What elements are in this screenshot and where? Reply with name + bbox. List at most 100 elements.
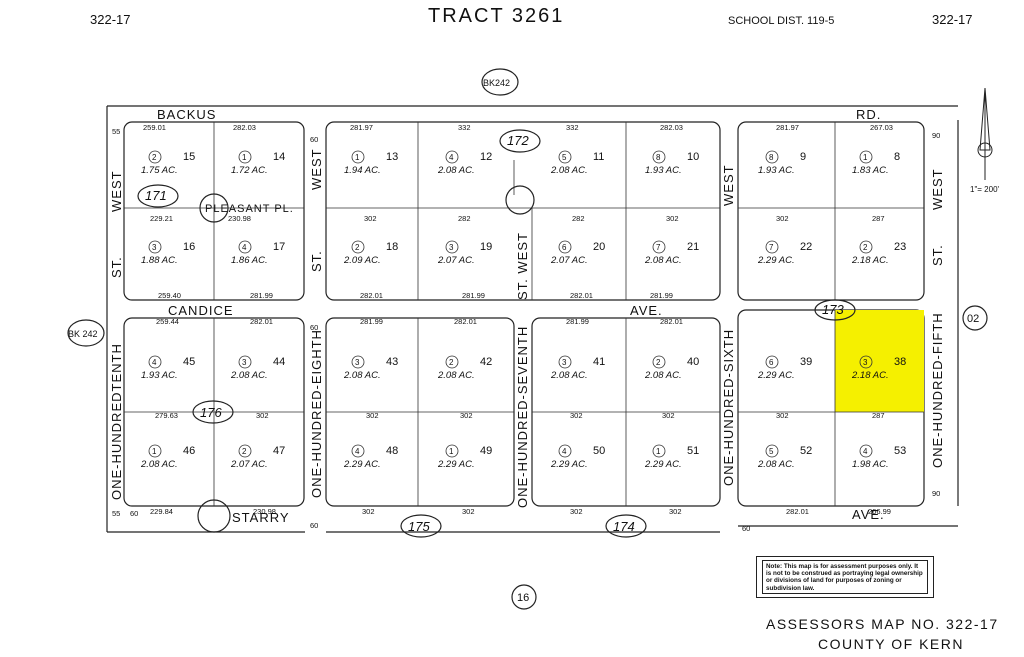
highlighted-parcel xyxy=(835,310,924,412)
parcel-number-circle xyxy=(148,444,162,458)
parcel-number-circle xyxy=(558,355,572,369)
dimension-label: 279.63 xyxy=(155,411,178,420)
parcel-area: 2.08 AC. xyxy=(550,370,588,381)
dimension-label: 302 xyxy=(669,507,682,516)
parcel-number-circle xyxy=(238,355,252,369)
parcel-number-circle xyxy=(558,444,572,458)
parcel-number-circle xyxy=(238,444,252,458)
county-name: COUNTY OF KERN xyxy=(818,636,964,652)
lot-number: 15 xyxy=(183,151,195,163)
parcel-number-circle xyxy=(652,240,666,254)
dimension-label: 332 xyxy=(458,123,471,132)
tract-title: TRACT 3261 xyxy=(428,5,564,27)
street-backus: BACKUS xyxy=(157,107,216,122)
parcel-number: 4 xyxy=(152,358,157,367)
dimension-label: 282.03 xyxy=(660,123,683,132)
parcel-area: 2.18 AC. xyxy=(851,255,889,266)
dimension-label: 282.01 xyxy=(660,317,683,326)
lot-number: 19 xyxy=(480,241,492,253)
school-district: SCHOOL DIST. 119-5 xyxy=(728,15,834,27)
street-candice-ave: AVE. xyxy=(630,303,663,318)
lot-number: 39 xyxy=(800,356,812,368)
dimension-label: 302 xyxy=(366,411,379,420)
page-number-left: 322-17 xyxy=(90,12,130,27)
side-dimension: 90 xyxy=(932,489,940,498)
parcel-area: 2.08 AC. xyxy=(644,370,682,381)
parcel-area: 2.08 AC. xyxy=(140,459,178,470)
lot-number: 44 xyxy=(273,356,285,368)
parcel-number-circle xyxy=(351,355,365,369)
street-one-sixth: ONE-HUNDRED-SIXTH xyxy=(721,329,736,486)
parcel-number-circle xyxy=(859,150,873,164)
pleasant-cul-de-sac xyxy=(199,193,229,223)
parcel-number: 2 xyxy=(242,447,247,456)
dimension-label: 282 xyxy=(572,214,585,223)
parcel-number-circle xyxy=(148,240,162,254)
parcel-number-circle xyxy=(238,150,252,164)
parcel-number-circle xyxy=(558,240,572,254)
lot-number: 16 xyxy=(183,241,195,253)
parcel-number: 2 xyxy=(152,153,157,162)
parcel-number-circle xyxy=(148,355,162,369)
parcel-number-circle xyxy=(859,240,873,254)
lot-number: 13 xyxy=(386,151,398,163)
dimension-label: 302 xyxy=(462,507,475,516)
parcel-number: 8 xyxy=(656,153,661,162)
lot-number: 8 xyxy=(894,151,900,163)
parcel-area: 1.88 AC. xyxy=(141,255,178,266)
street-st-a: ST. xyxy=(109,256,124,278)
book-ref-top: BK242 xyxy=(483,78,510,88)
street-one-seventh: ONE-HUNDRED-SEVENTH xyxy=(515,326,530,508)
parcel-area: 1.83 AC. xyxy=(852,165,889,176)
parcel-number: 1 xyxy=(449,447,454,456)
dimension-label: 302 xyxy=(362,507,375,516)
lot-number: 43 xyxy=(386,356,398,368)
parcel-area: 2.09 AC. xyxy=(343,255,381,266)
dimension-label: 281.99 xyxy=(360,317,383,326)
parcel-area: 2.29 AC. xyxy=(757,255,795,266)
lot-number: 14 xyxy=(273,151,285,163)
parcel-area: 2.08 AC. xyxy=(437,370,475,381)
dimension-label: 302 xyxy=(776,214,789,223)
parcel-number: 1 xyxy=(355,153,360,162)
parcel-number: 5 xyxy=(562,153,567,162)
block-02: 02 xyxy=(967,313,979,325)
parcel-area: 2.08 AC. xyxy=(230,370,268,381)
parcel-number: 4 xyxy=(355,447,360,456)
dimension-label: 259.44 xyxy=(156,317,179,326)
street-west-d: WEST xyxy=(721,164,736,206)
lot-number: 23 xyxy=(894,241,906,253)
parcel-number-circle xyxy=(351,240,365,254)
parcel-area: 1.75 AC. xyxy=(141,165,178,176)
street-starry: STARRY xyxy=(232,510,290,525)
dimension-label: 230.98 xyxy=(228,214,251,223)
parcel-number: 2 xyxy=(449,358,454,367)
street-west-e: WEST xyxy=(930,168,945,210)
dimension-label: 229.21 xyxy=(150,214,173,223)
parcel-area: 1.86 AC. xyxy=(231,255,268,266)
parcel-number: 5 xyxy=(769,447,774,456)
parcel-number: 3 xyxy=(449,243,454,252)
parcel-number: 1 xyxy=(656,447,661,456)
parcel-area: 2.29 AC. xyxy=(437,459,475,470)
street-st-west-c: ST. WEST xyxy=(515,232,530,300)
assessor-map-number: ASSESSORS MAP NO. 322-17 xyxy=(766,616,999,632)
parcel-number-circle xyxy=(652,150,666,164)
lot-number: 48 xyxy=(386,445,398,457)
parcel-number-circle xyxy=(652,444,666,458)
block-172-outline xyxy=(325,121,721,301)
lot-number: 52 xyxy=(800,445,812,457)
parcel-area: 2.08 AC. xyxy=(437,165,475,176)
parcel-area: 2.08 AC. xyxy=(343,370,381,381)
dimension-label: 302 xyxy=(570,507,583,516)
dimension-label: 281.99 xyxy=(250,291,273,300)
lot-number: 20 xyxy=(593,241,605,253)
dimension-label: 302 xyxy=(666,214,679,223)
parcel-number: 2 xyxy=(656,358,661,367)
parcel-area: 2.07 AC. xyxy=(230,459,268,470)
parcel-number: 6 xyxy=(562,243,567,252)
parcel-number-circle xyxy=(445,240,459,254)
parcel-number: 1 xyxy=(863,153,868,162)
lot-number: 22 xyxy=(800,241,812,253)
dimension-label: 302 xyxy=(776,411,789,420)
